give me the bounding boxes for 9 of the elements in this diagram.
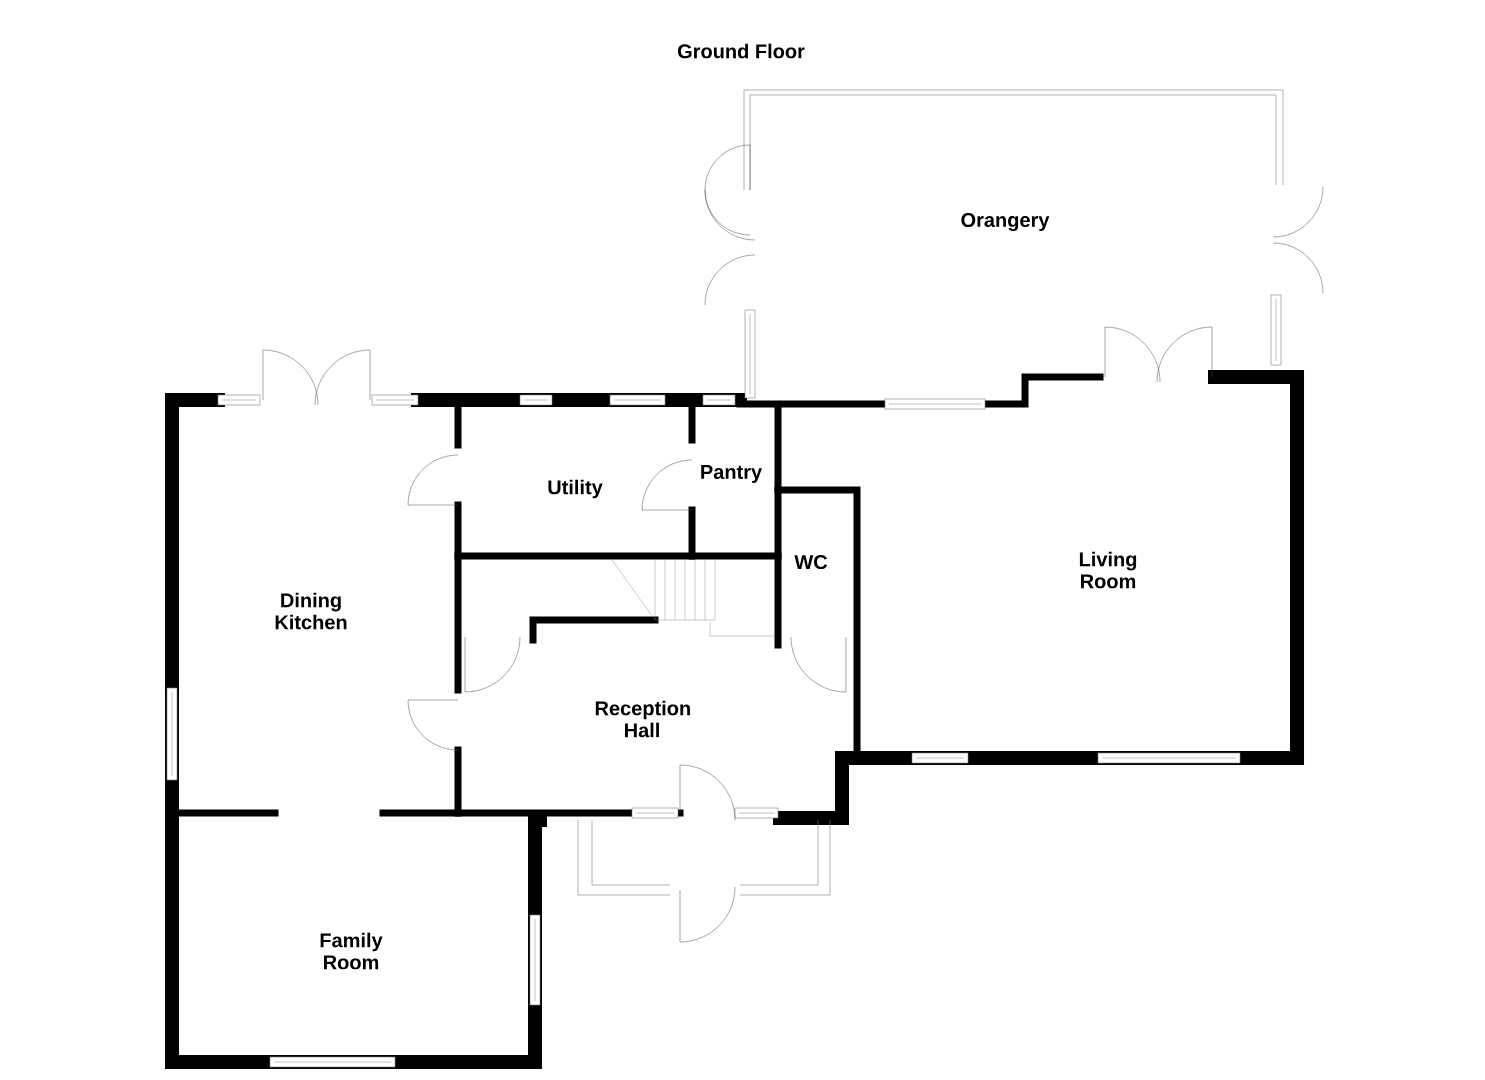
- room-label: Family Room: [320, 932, 383, 970]
- room-label: Living Room: [1079, 551, 1137, 589]
- title: Ground Floor: [677, 43, 805, 59]
- room-label: Reception Hall: [595, 700, 690, 738]
- room-label: Pantry: [701, 465, 762, 483]
- room-label: WC: [794, 554, 828, 570]
- room-label: Dining Kitchen: [275, 592, 347, 630]
- room-label: Orangery: [961, 212, 1050, 232]
- room-label: Utility: [548, 479, 603, 499]
